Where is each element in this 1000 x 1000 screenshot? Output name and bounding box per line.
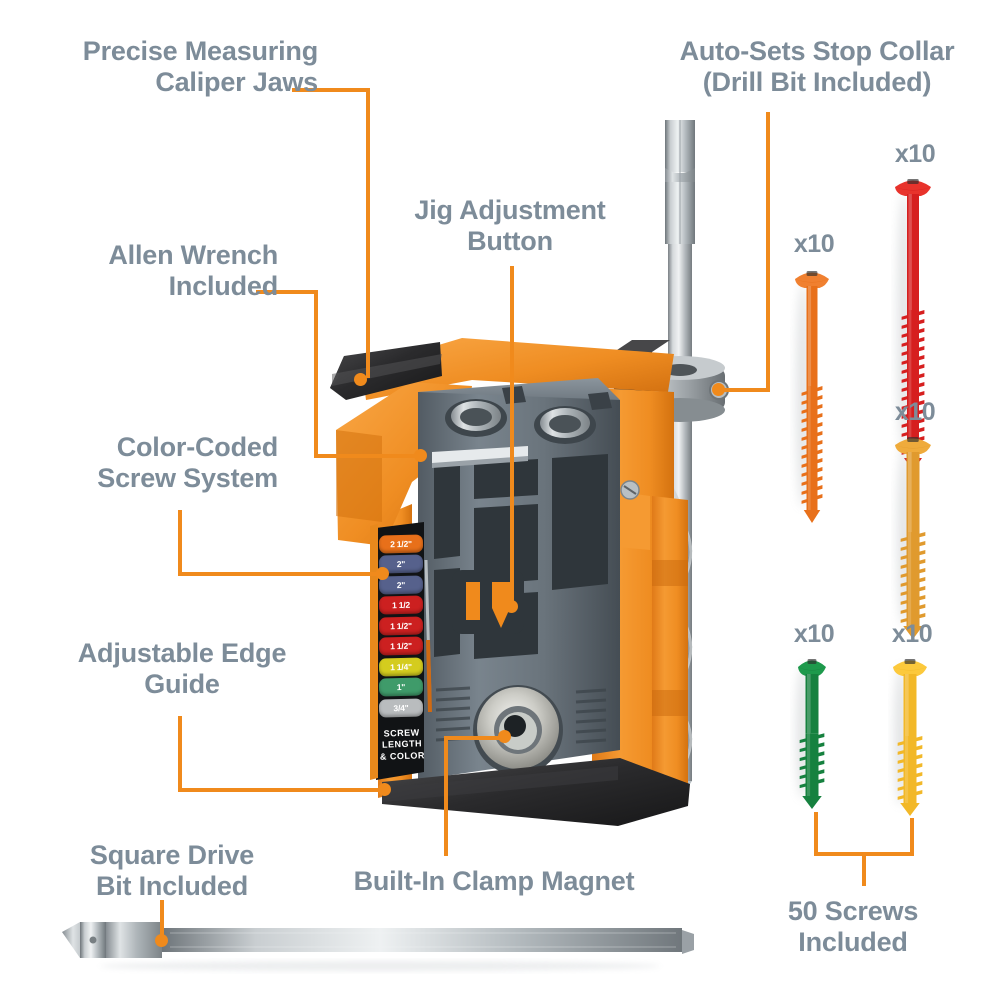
screw-length-label: 3/4" <box>393 702 409 713</box>
callout-built-in-clamp-magnet: Built-In Clamp Magnet <box>353 866 635 896</box>
screw-tan-graphic <box>894 437 931 639</box>
leader-dot-edge <box>378 783 391 796</box>
screw-length-chart-footer: SCREW LENGTH & COLOR <box>379 727 426 762</box>
screw-length-row: 1 1/2" <box>378 636 424 656</box>
callout-adjustable-edge-guide: Adjustable Edge Guide <box>77 638 287 699</box>
callout-auto-sets-stop-collar: Auto-Sets Stop Collar (Drill Bit Include… <box>679 36 955 97</box>
screw-length-row: 2 1/2" <box>378 534 424 554</box>
jig-base-graphic <box>382 758 690 826</box>
collar-bracket-graphic <box>614 340 670 470</box>
leader-50-v-left <box>814 812 818 856</box>
screw-length-row: 1 1/2 <box>378 595 424 615</box>
screw-length-label: 1" <box>396 681 406 693</box>
screw-yellow-count: x10 <box>891 620 933 648</box>
leader-allen-h2 <box>314 454 418 458</box>
screw-green-graphic <box>796 659 826 809</box>
leader-50-v-stem <box>862 852 866 886</box>
leader-magnet-v <box>444 736 448 856</box>
screw-length-label: 1 1/4" <box>389 661 413 672</box>
screw-length-row: 1" <box>378 677 424 697</box>
leader-magnet-h <box>444 736 508 740</box>
callout-color-coded-screw-system: Color-Coded Screw System <box>97 432 278 493</box>
clamp-magnet-graphic <box>473 685 563 775</box>
screw-length-row: 3/4" <box>378 697 424 718</box>
drill-bit-graphic <box>665 120 695 799</box>
leader-edge-v <box>178 716 182 792</box>
jig-gray-block <box>418 378 620 780</box>
callout-jig-adjustment-button: Jig Adjustment Button <box>414 195 606 256</box>
screw-length-row: 1 1/2" <box>378 616 424 636</box>
leader-jigbtn-v <box>510 266 514 606</box>
leader-caliper-v <box>366 88 370 378</box>
leader-sqbit-v <box>160 900 164 940</box>
leader-dot-caliper <box>354 373 367 386</box>
callout-square-drive-bit-included: Square Drive Bit Included <box>89 840 255 901</box>
screws-layer <box>794 179 931 816</box>
screw-length-label: 1 1/2" <box>389 640 413 652</box>
leader-collar-v <box>766 112 770 390</box>
screw-length-chart-rows: 2 1/2" 2" 2" 1 1/2 1 1/2" 1 1/2" 1 1/4" 1" 3/4" <box>378 534 426 718</box>
screw-length-label: 2" <box>396 579 406 590</box>
allen-wrench-graphic <box>424 559 432 713</box>
callout-allen-wrench-included: Allen Wrench Included <box>108 240 278 301</box>
leader-edge-h <box>178 788 382 792</box>
screw-red-count: x10 <box>894 140 936 168</box>
caliper-jaw-graphic <box>330 342 442 400</box>
leader-dot-magnet <box>498 730 511 743</box>
leader-50-v-right <box>910 818 914 856</box>
leader-collar-h <box>722 388 770 392</box>
screw-yellow-graphic <box>892 659 927 816</box>
leader-color-h <box>178 572 382 576</box>
screw-length-label: 1 1/2 <box>391 600 411 611</box>
leader-dot-sqbit <box>155 934 168 947</box>
screw-length-row: 1 1/4" <box>378 657 424 677</box>
leader-dot-jigbtn <box>505 600 518 613</box>
leader-dot-color <box>376 567 389 580</box>
screw-orange-count: x10 <box>793 230 835 258</box>
leader-allen-h1 <box>256 290 318 294</box>
screw-tan-count: x10 <box>894 398 936 426</box>
screw-green-count: x10 <box>793 620 835 648</box>
callout-fifty-screws-included: 50 Screws Included <box>787 896 919 957</box>
screw-red-graphic <box>894 179 931 471</box>
leader-caliper-h1 <box>292 88 370 92</box>
leader-dot-collar <box>712 383 725 396</box>
screw-orange-graphic <box>794 271 829 523</box>
screw-length-label: 1 1/2" <box>389 620 413 632</box>
leader-color-v <box>178 510 182 576</box>
leader-allen-v <box>314 290 318 458</box>
leader-dot-allen <box>414 449 427 462</box>
screw-length-label: 2 1/2" <box>389 538 413 550</box>
screw-length-label: 2" <box>396 559 406 570</box>
square-drive-bit-graphic <box>62 922 694 971</box>
callout-precise-measuring-caliper-jaws: Precise Measuring Caliper Jaws <box>82 36 318 97</box>
